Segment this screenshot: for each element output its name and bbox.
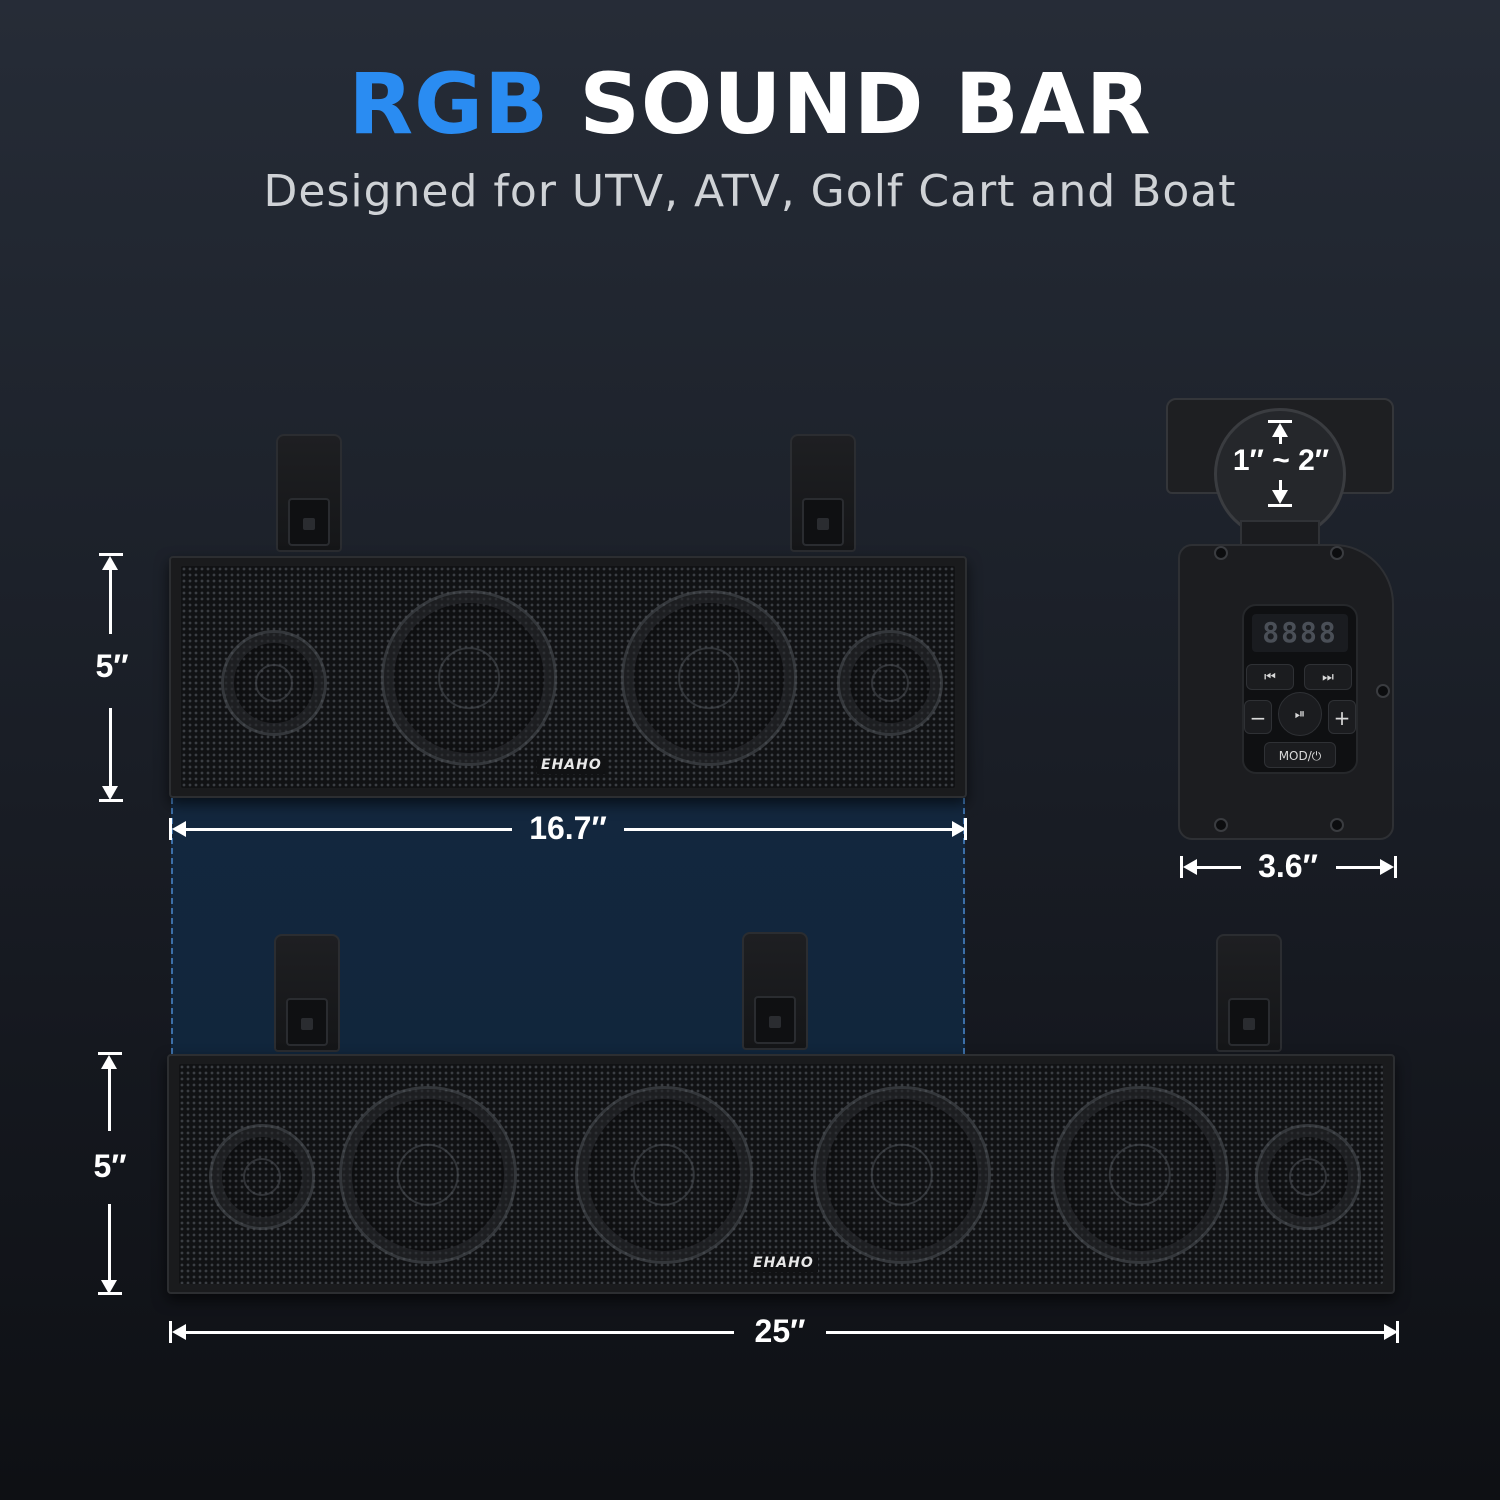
dimension-arrow [1183,859,1197,875]
mount-bracket [276,434,342,552]
dimension-tick [1180,856,1183,878]
volume-down-button[interactable]: − [1244,700,1272,734]
dimension-arrow [1384,1324,1398,1340]
dimension-line [1279,480,1282,490]
next-track-button[interactable]: ⏭ [1304,664,1352,690]
woofer [381,590,557,766]
dimension-line [184,1331,734,1334]
dimension-line [1195,866,1241,869]
woofer [1051,1086,1229,1264]
large-bar-width-label: 25″ [754,1313,806,1349]
small-bar-width-label: 16.7″ [529,810,607,846]
mount-bracket [790,434,856,552]
dimension-line [1279,436,1282,444]
woofer [575,1086,753,1264]
headline-accent: RGB [348,55,550,153]
screw [1376,684,1390,698]
dimension-line [109,568,112,634]
dimension-line [1336,866,1382,869]
dimension-tick [1394,856,1397,878]
lcd-display: 8888 [1252,614,1348,652]
mount-bracket [742,932,808,1050]
dimension-line [624,828,952,831]
dimension-arrow [1272,423,1288,437]
mode-power-button[interactable]: MOD/⏻ [1264,742,1336,768]
tweeter [837,630,943,736]
dimension-arrow [1272,490,1288,504]
dimension-line [109,708,112,786]
control-unit-width-label: 3.6″ [1258,848,1318,884]
mount-bracket [274,934,340,1052]
subtitle: Designed for UTV, ATV, Golf Cart and Boa… [263,166,1237,217]
dimension-line [108,1204,111,1280]
dimension-tick [964,818,967,840]
headline: RGB SOUND BAR [0,62,1500,146]
woofer [621,590,797,766]
dimension-line [826,1331,1384,1334]
volume-up-button[interactable]: + [1328,700,1356,734]
dimension-tick [169,1321,172,1343]
headline-rest: SOUND BAR [579,55,1152,153]
speaker-grille [181,566,955,788]
clamp-range-label: 1″ ~ 2″ [1232,444,1330,477]
large-sound-bar: EHAHO [167,1054,1395,1294]
tweeter [221,630,327,736]
tweeter [209,1124,315,1230]
dimension-arrow [952,821,966,837]
dimension-line [108,1067,111,1131]
dimension-tick [169,818,172,840]
dimension-arrow [1380,859,1394,875]
brand-logo: EHAHO [749,1254,818,1272]
woofer [813,1086,991,1264]
dimension-arrow [101,1280,117,1294]
dimension-tick [1396,1321,1399,1343]
small-sound-bar: EHAHO [169,556,967,798]
screw [1330,546,1344,560]
screw [1214,818,1228,832]
brand-logo: EHAHO [537,756,606,774]
dimension-arrow [172,1324,186,1340]
dimension-arrow [102,786,118,800]
dimension-tick [98,1052,122,1055]
dimension-arrow [172,821,186,837]
dimension-tick [1268,504,1292,507]
speaker-grille [179,1064,1383,1284]
dimension-tick [1268,420,1292,423]
woofer [339,1086,517,1264]
large-bar-height-label: 5″ [93,1148,127,1184]
play-pause-button[interactable]: ⏯ [1278,692,1322,736]
dimension-tick [99,553,123,556]
dimension-tick [98,1292,122,1295]
dimension-tick [99,799,123,802]
screw [1330,818,1344,832]
dimension-line [184,828,512,831]
dimension-arrow [102,556,118,570]
screw [1214,546,1228,560]
mount-bracket [1216,934,1282,1052]
small-bar-height-label: 5″ [95,648,129,684]
previous-track-button[interactable]: ⏮ [1246,664,1294,690]
tweeter [1255,1124,1361,1230]
dimension-arrow [101,1055,117,1069]
